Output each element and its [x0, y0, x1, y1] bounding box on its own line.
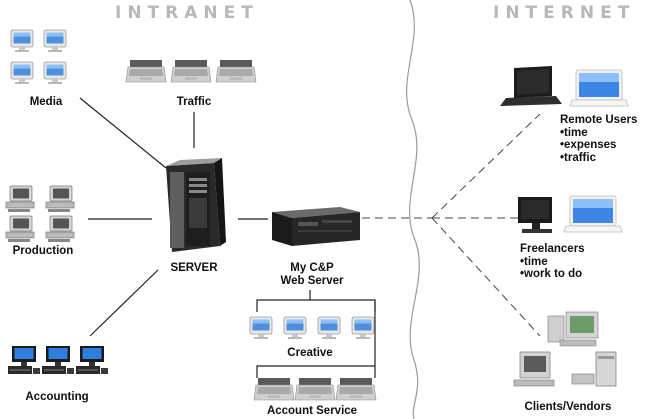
remote-users-item: traffic [560, 152, 637, 165]
network-boundary-line [406, 0, 420, 419]
media-label: Media [29, 96, 63, 108]
account-service-label: Account Service [266, 405, 358, 417]
web-server-rack-icon [272, 207, 360, 246]
web-server-label-line1: My C&P [290, 262, 334, 274]
remote-users-block: Remote Users time expenses traffic [560, 114, 637, 164]
account-service-laptops-icon [253, 377, 377, 401]
creative-label: Creative [287, 347, 333, 359]
web-server-label-line2: Web Server [280, 275, 344, 287]
freelancers-item: work to do [520, 268, 585, 281]
freelancers-title: Freelancers [520, 243, 585, 255]
connection-lines [79, 97, 376, 378]
remote-users-title: Remote Users [560, 114, 638, 126]
freelancers-block: Freelancers time work to do [520, 243, 585, 281]
web-server-label: My C&P Web Server [268, 262, 356, 288]
remote-users-item: expenses [560, 139, 637, 152]
server-label: SERVER [170, 262, 218, 274]
clients-vendors-computers-icon [513, 311, 617, 387]
freelancers-computers-icon [518, 195, 623, 233]
internet-header: INTERNET [493, 3, 636, 23]
media-computers-icon [10, 29, 67, 85]
server-tower-icon [166, 158, 226, 252]
remote-users-laptops-icon [500, 66, 629, 107]
remote-users-item: time [560, 127, 637, 140]
intranet-header: INTRANET [115, 3, 259, 23]
production-label: Production [12, 245, 74, 257]
production-computers-icon [5, 185, 75, 243]
clients-vendors-label: Clients/Vendors [524, 401, 612, 413]
traffic-label: Traffic [176, 96, 212, 108]
internet-links [362, 113, 541, 337]
accounting-label: Accounting [25, 391, 89, 403]
creative-computers-icon [249, 316, 375, 340]
accounting-computers-icon [8, 346, 108, 374]
freelancers-item: time [520, 256, 585, 269]
traffic-laptops-icon [125, 59, 257, 83]
